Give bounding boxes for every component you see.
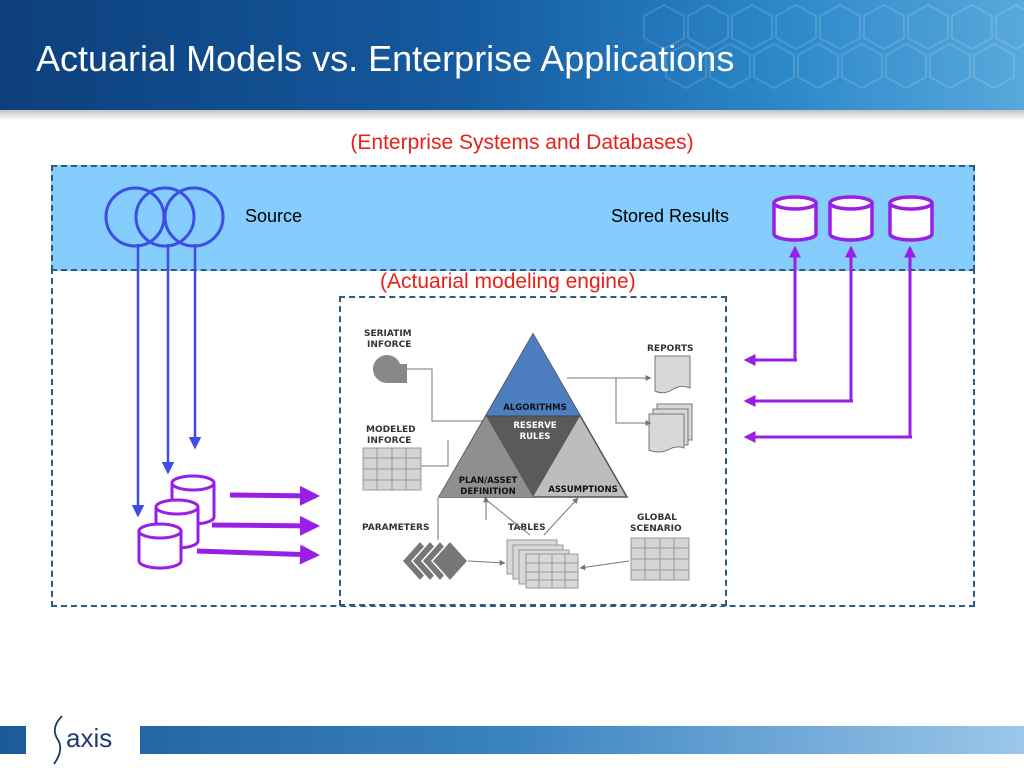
model-triangle [437, 332, 629, 498]
global-scenario-grid-icon [630, 537, 690, 581]
hexagon-pattern-icon [643, 3, 1024, 90]
axis-logo: axis [66, 723, 113, 753]
parameters-label: PARAMETERS [362, 523, 429, 533]
assumptions-label: ASSUMPTIONS [548, 485, 617, 495]
reports-label: REPORTS [647, 344, 693, 354]
seriatim-inforce-label: SERIATIM [364, 329, 412, 339]
slide-header: Actuarial Models vs. Enterprise Applicat… [0, 0, 1024, 110]
global-scenario-label-2: SCENARIO [630, 524, 682, 534]
source-label: Source [245, 206, 303, 226]
tables-grid-icon [506, 539, 579, 589]
output-connectors [743, 245, 916, 443]
axis-swoosh-icon [53, 715, 63, 765]
input-arrows [196, 485, 320, 565]
local-database-icon [137, 474, 216, 570]
header-shadow [0, 110, 1024, 120]
reports-documents-icon [648, 355, 693, 453]
stored-results-database-icons [772, 195, 934, 242]
parameters-icon [400, 539, 470, 583]
reserve-rules-label: RESERVE [513, 421, 556, 431]
source-circles-icon [104, 186, 225, 248]
outer-frame [51, 268, 975, 607]
reserve-rules-label-2: RULES [520, 432, 551, 442]
seriatim-inforce-label-2: INFORCE [367, 340, 411, 350]
modeled-inforce-grid-icon [362, 447, 422, 491]
enterprise-systems-label: (Enterprise Systems and Databases) [350, 131, 694, 154]
stored-results-label: Stored Results [611, 206, 730, 226]
seriatim-inforce-icon [373, 355, 407, 383]
tables-label: TABLES [508, 523, 546, 533]
modeled-inforce-label-2: INFORCE [367, 436, 411, 446]
enterprise-band [51, 165, 975, 271]
plan-asset-definition-label: PLAN/ASSET [459, 476, 518, 486]
footer-band [0, 726, 1024, 754]
engine-connectors [407, 368, 652, 571]
global-scenario-label: GLOBAL [637, 513, 677, 523]
modeled-inforce-label: MODELED [366, 425, 416, 435]
page-title: Actuarial Models vs. Enterprise Applicat… [36, 38, 735, 79]
source-feed-lines [131, 244, 202, 518]
algorithms-label: ALGORITHMS [503, 403, 566, 413]
modeling-engine-label: (Actuarial modeling engine) [380, 270, 636, 293]
footer-logo-area [26, 712, 140, 768]
plan-asset-definition-label-2: DEFINITION [460, 487, 515, 497]
